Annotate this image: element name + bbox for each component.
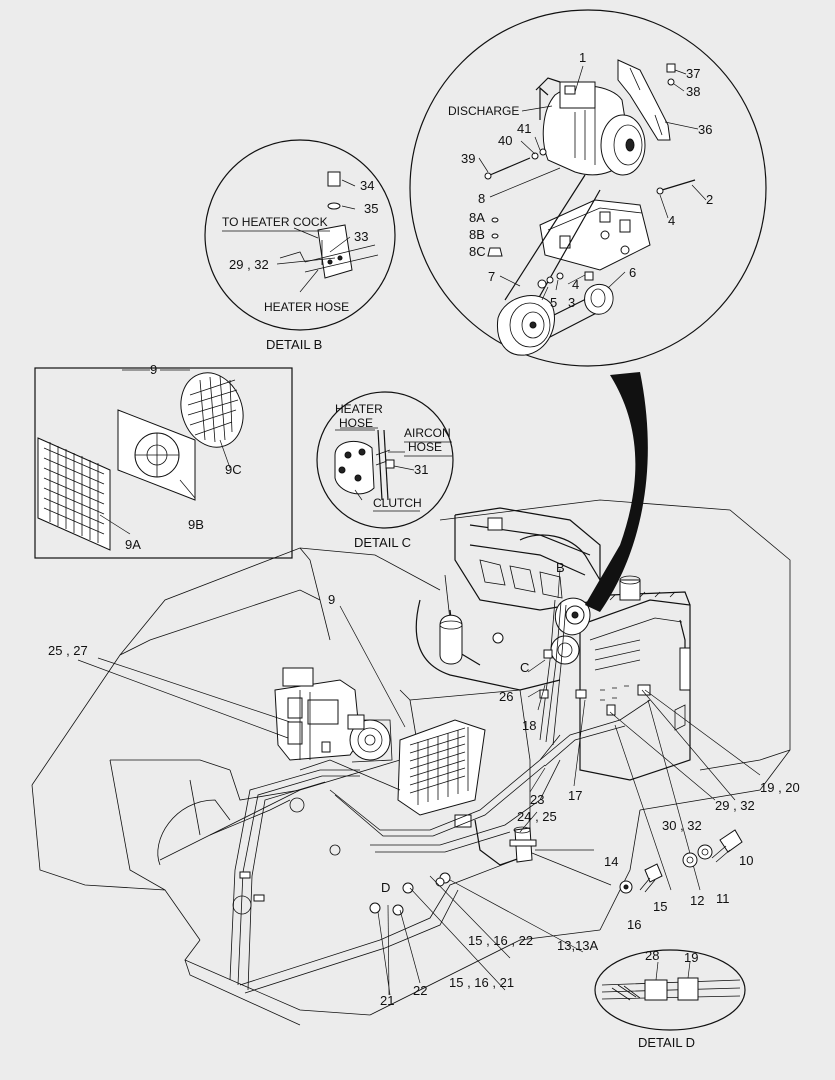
detail-captions: DETAIL B DETAIL C DETAIL D	[266, 337, 695, 1050]
part-callouts: 1 37 38 36 41 40 39 2 8 8A 4 8B 8C 6 7 4…	[48, 50, 800, 1008]
callout-9-box: 9	[150, 362, 157, 377]
marker-B: B	[556, 560, 565, 575]
callout-28: 28	[645, 948, 659, 963]
callout-4a: 4	[668, 213, 675, 228]
detail-c-circle	[316, 391, 454, 529]
callout-41: 41	[517, 121, 531, 136]
callout-38: 38	[686, 84, 700, 99]
callout-5: 5	[550, 295, 557, 310]
callout-40: 40	[498, 133, 512, 148]
callout-8A: 8A	[469, 210, 485, 225]
engine-assembly	[415, 507, 691, 781]
callout-26: 26	[499, 689, 513, 704]
callout-2: 2	[706, 192, 713, 207]
callout-23: 23	[530, 792, 544, 807]
callout-15: 15	[653, 899, 667, 914]
callout-8B: 8B	[469, 227, 485, 242]
callout-21: 21	[380, 993, 394, 1008]
callout-11: 11	[716, 891, 730, 906]
callout-13-13A: 13,13A	[557, 938, 599, 953]
callout-9B: 9B	[188, 517, 204, 532]
callout-34: 34	[360, 178, 374, 193]
callout-33: 33	[354, 229, 368, 244]
callout-6: 6	[629, 265, 636, 280]
condenser-kit-box	[34, 367, 293, 559]
callout-15-16-22: 15 , 16 , 22	[468, 933, 533, 948]
callout-31: 31	[414, 462, 428, 477]
callout-35: 35	[364, 201, 378, 216]
callout-36: 36	[698, 122, 712, 137]
label-discharge: DISCHARGE	[448, 104, 519, 118]
callout-12: 12	[690, 893, 704, 908]
condenser-main	[397, 719, 486, 828]
callout-17: 17	[568, 788, 582, 803]
compressor-detail-circle	[409, 9, 767, 367]
callout-30-32: 30 , 32	[662, 818, 702, 833]
callout-29-32-b: 29 , 32	[229, 257, 269, 272]
leader-lines	[77, 65, 761, 996]
label-hose-c: HOSE	[339, 416, 373, 430]
callout-22: 22	[413, 983, 427, 998]
label-to-heater-cock: TO HEATER COCK	[222, 215, 328, 229]
callout-7: 7	[488, 269, 495, 284]
caption-detail-c: DETAIL C	[354, 535, 411, 550]
callout-9A: 9A	[125, 537, 141, 552]
marker-D: D	[381, 880, 390, 895]
callout-1: 1	[579, 50, 586, 65]
callout-16: 16	[627, 917, 641, 932]
caption-detail-d: DETAIL D	[638, 1035, 695, 1050]
callout-10: 10	[739, 853, 753, 868]
detail-b-circle	[204, 139, 396, 331]
callout-4b: 4	[572, 277, 579, 292]
callout-37: 37	[686, 66, 700, 81]
callout-9C: 9C	[225, 462, 242, 477]
callout-14: 14	[604, 854, 618, 869]
caption-detail-b: DETAIL B	[266, 337, 322, 352]
callout-19-20: 19 , 20	[760, 780, 800, 795]
label-clutch: CLUTCH	[373, 496, 422, 510]
callout-8C: 8C	[469, 244, 486, 259]
label-heater-hose-b: HEATER HOSE	[264, 300, 349, 314]
callout-18: 18	[522, 718, 536, 733]
label-underlines	[222, 230, 452, 512]
refrigerant-piping	[229, 599, 651, 994]
callout-39: 39	[461, 151, 475, 166]
marker-C: C	[520, 660, 529, 675]
loose-fasteners	[619, 829, 743, 894]
label-aircon-c: AIRCON	[404, 426, 451, 440]
heater-unit	[274, 667, 393, 763]
callout-8: 8	[478, 191, 485, 206]
text-labels: DISCHARGE TO HEATER COCK HEATER HOSE HEA…	[222, 104, 519, 510]
machine-frame	[31, 499, 791, 1026]
detail-pointer-arrow	[585, 372, 648, 612]
label-aircon-hose-c: HOSE	[408, 440, 442, 454]
callout-19: 19	[684, 950, 698, 965]
callout-25-27: 25 , 27	[48, 643, 88, 658]
callout-3: 3	[568, 295, 575, 310]
callout-15-16-21: 15 , 16 , 21	[449, 975, 514, 990]
detail-d-ellipse	[594, 949, 746, 1031]
callout-29-32: 29 , 32	[715, 798, 755, 813]
label-heater-c: HEATER	[335, 402, 383, 416]
callout-24-25: 24 , 25	[517, 809, 557, 824]
callout-9: 9	[328, 592, 335, 607]
